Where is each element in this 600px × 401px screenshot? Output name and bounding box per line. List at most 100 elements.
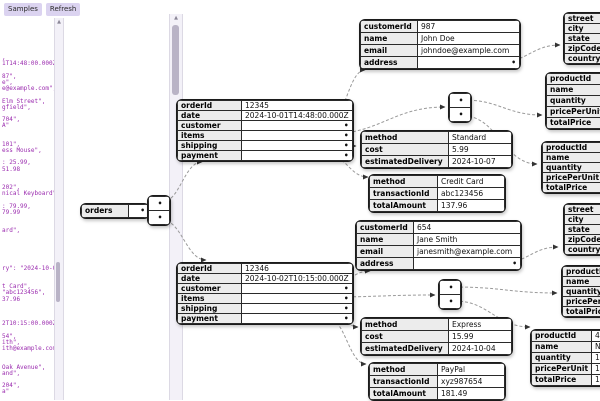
port-dot[interactable]: • bbox=[158, 213, 163, 222]
value-cell: • bbox=[450, 94, 471, 108]
key-cell: method bbox=[370, 364, 438, 376]
key-cell: customerId bbox=[361, 21, 418, 33]
value-cell: • bbox=[149, 197, 170, 211]
value-cell: johndoe@example.com bbox=[418, 45, 520, 57]
value-cell: • bbox=[440, 281, 461, 295]
editor-line: e@example.com", bbox=[2, 86, 54, 92]
json-editor[interactable]: ,1T14:48:00.000Z",87",e",e@example.com",… bbox=[2, 49, 54, 397]
key-cell: address bbox=[357, 258, 414, 270]
key-cell: productId bbox=[543, 143, 600, 153]
value-cell: 12346 bbox=[242, 264, 353, 274]
value-cell: 12345 bbox=[242, 101, 353, 111]
node-items-2[interactable]: •• bbox=[438, 279, 462, 310]
key-cell: email bbox=[361, 45, 418, 57]
key-cell: state bbox=[565, 34, 600, 44]
port-dot[interactable]: • bbox=[449, 283, 454, 292]
port-dot[interactable]: • bbox=[344, 142, 349, 150]
port-dot[interactable]: • bbox=[511, 59, 516, 67]
value-cell: • bbox=[242, 131, 353, 141]
key-cell: name bbox=[361, 33, 418, 45]
key-cell: date bbox=[178, 111, 242, 121]
node-orders-array[interactable]: •• bbox=[147, 195, 171, 226]
editor-line: 1T14:48:00.000Z", bbox=[2, 61, 54, 67]
key-cell: productId bbox=[547, 74, 600, 85]
key-cell: name bbox=[563, 277, 600, 287]
port-dot[interactable]: • bbox=[344, 305, 349, 313]
value-cell: • bbox=[242, 151, 353, 161]
port-dot[interactable]: • bbox=[459, 110, 464, 119]
refresh-button[interactable]: Refresh bbox=[46, 3, 80, 16]
key-cell: street bbox=[565, 205, 600, 215]
value-cell: 2024-10-07 bbox=[449, 156, 512, 168]
port-dot[interactable]: • bbox=[459, 96, 464, 105]
editor-scrollbar-thumb[interactable] bbox=[56, 262, 60, 302]
value-cell: • bbox=[450, 108, 471, 122]
key-cell: transactionId bbox=[370, 188, 438, 200]
editor-line: nical Keyboard", bbox=[2, 191, 54, 197]
port-dot[interactable]: • bbox=[344, 295, 349, 303]
key-cell: payment bbox=[178, 314, 242, 324]
node-product-4[interactable]: productId404nameNoiquantity1pricePerUnit… bbox=[530, 329, 600, 387]
key-cell: quantity bbox=[547, 96, 600, 107]
value-cell: 654 bbox=[414, 222, 521, 234]
node-orders[interactable]: orders• bbox=[80, 203, 150, 219]
value-cell: • bbox=[149, 211, 170, 225]
value-cell: 137.96 bbox=[438, 200, 505, 212]
value-cell: 2024-10-04 bbox=[449, 343, 512, 355]
value-cell: • bbox=[414, 258, 521, 270]
value-cell: • bbox=[242, 121, 353, 131]
editor-line: a" bbox=[2, 389, 54, 395]
key-cell: cost bbox=[362, 331, 449, 343]
samples-button[interactable]: Samples bbox=[4, 3, 42, 16]
value-cell: • bbox=[242, 284, 353, 294]
value-cell: xyz987654 bbox=[438, 376, 505, 388]
port-dot[interactable]: • bbox=[140, 207, 145, 215]
value-cell: 120 bbox=[592, 364, 600, 375]
port-dot[interactable]: • bbox=[158, 199, 163, 208]
port-dot[interactable]: • bbox=[512, 260, 517, 268]
port-dot[interactable]: • bbox=[344, 122, 349, 130]
key-cell: country bbox=[565, 245, 600, 255]
editor-scrollbar-up-icon[interactable]: ▲ bbox=[55, 20, 63, 25]
key-cell: email bbox=[357, 246, 414, 258]
key-cell: shipping bbox=[178, 141, 242, 151]
port-dot[interactable]: • bbox=[344, 152, 349, 160]
value-cell: Standard bbox=[449, 132, 512, 144]
key-cell: totalPrice bbox=[547, 118, 600, 129]
key-cell: name bbox=[543, 153, 600, 163]
key-cell: estimatedDelivery bbox=[362, 156, 449, 168]
key-cell: productId bbox=[532, 331, 592, 342]
port-dot[interactable]: • bbox=[344, 285, 349, 293]
node-items-1[interactable]: •• bbox=[448, 92, 472, 123]
node-product-3[interactable]: productIdnamequantitypricePerUnittotalPr… bbox=[561, 265, 600, 318]
key-cell: address bbox=[361, 57, 418, 69]
key-cell: totalPrice bbox=[563, 307, 600, 317]
editor-scrollbar[interactable]: ▲ bbox=[54, 18, 64, 400]
value-cell: Express bbox=[449, 319, 512, 331]
key-cell: name bbox=[532, 342, 592, 353]
value-cell: 2024-10-01T14:48:00.000Z bbox=[242, 111, 353, 121]
key-cell: totalPrice bbox=[543, 183, 600, 193]
key-cell: zipCode bbox=[565, 44, 600, 54]
value-cell: Credit Card bbox=[438, 176, 505, 188]
value-cell: • bbox=[440, 295, 461, 309]
port-dot[interactable]: • bbox=[344, 132, 349, 140]
port-dot[interactable]: • bbox=[344, 315, 349, 323]
key-cell: country bbox=[565, 54, 600, 64]
value-cell: 1 bbox=[592, 353, 600, 364]
port-dot[interactable]: • bbox=[449, 297, 454, 306]
key-cell: orderId bbox=[178, 264, 242, 274]
